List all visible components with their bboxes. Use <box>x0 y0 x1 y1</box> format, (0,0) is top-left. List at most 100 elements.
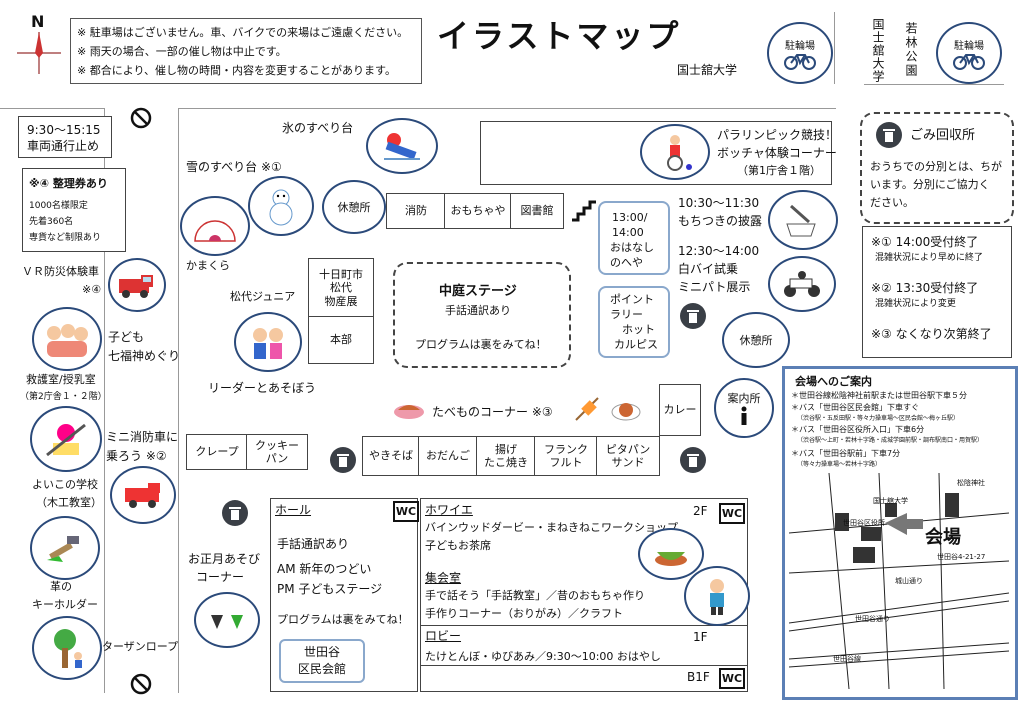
ticket-line-2: 先着360名 <box>29 217 74 227</box>
tea-circle <box>638 528 704 580</box>
access-line-6: ＊バス「世田谷駅前」下車7分 <box>791 449 901 458</box>
para-line-1: パラリンピック競技！ <box>717 128 838 142</box>
garbage-line-3: ださい。 <box>870 196 914 209</box>
hall-line-1: 手話通訳あり <box>277 537 350 551</box>
ohanashi-line-4: のへや <box>610 256 643 269</box>
mini-fire-label-1: ミニ消防車に <box>106 430 179 444</box>
garbage-line-2: います。分別にご協力く <box>870 178 990 191</box>
snowman-circle <box>248 176 314 236</box>
fire-engine-icon <box>125 483 160 508</box>
food-stall-dango: おだんご <box>418 436 478 476</box>
food-icon <box>394 405 424 419</box>
bike-label-2: ミニパト展示 <box>678 280 751 294</box>
kuminkaikan-badge: 世田谷 区民会館 <box>279 639 365 683</box>
ohanashi-line-2: 14:00 <box>612 226 644 239</box>
snow-slide-label: 雪のすべり台 ※① <box>186 160 282 174</box>
access-line-4: ＊バス「世田谷区役所入口」下車6分 <box>791 425 925 434</box>
leader-circle <box>234 312 302 372</box>
hall-label: ホール <box>275 503 312 517</box>
no-entry-icon <box>130 107 152 129</box>
oshogatsu-label-2: コーナー <box>196 570 245 584</box>
kamakura-label: かまくら <box>186 259 230 272</box>
access-line-7: （等々力操車場～若林十字路） <box>797 461 882 468</box>
ohanashi-line-3: おはなし <box>610 241 654 254</box>
food-corner-label: たべものコーナー ※③ <box>432 405 553 419</box>
fire-truck-icon <box>119 275 153 298</box>
para-line-3: （第1庁舎１階） <box>737 164 821 177</box>
oshogatsu-circle <box>194 592 260 648</box>
vertical-label-kokushikan: 国士舘大学 <box>871 18 885 83</box>
stage-program: プログラムは裏をみてね！ <box>415 338 547 351</box>
floor-1f: 1F <box>693 630 708 644</box>
para-line-2: ボッチャ体験コーナー <box>717 146 837 160</box>
page-subtitle: 国士舘大学 <box>677 63 738 77</box>
left-road-top <box>0 108 104 109</box>
b1-divider <box>421 665 747 666</box>
center-outline-left <box>178 108 179 693</box>
rest-area-label-2: 休憩所 <box>739 334 773 347</box>
foyer-line-1: バインウッドダービー・まねきねこワークショップ <box>425 521 678 534</box>
compass-icon <box>17 32 61 74</box>
stall-library: 図書館 <box>510 193 564 229</box>
access-line-1: ＊世田谷線松陰神社前駅または世田谷駅下車５分 <box>791 391 967 400</box>
map-label-shoin: 松陰神社 <box>957 479 985 487</box>
notice-line-2: ※ 雨天の場合、一部の催し物は中止です。 <box>77 45 287 58</box>
ticket-line-3: 専貨など制限あり <box>29 233 102 243</box>
ice-slide-circle <box>366 118 438 174</box>
road-closed-time: 9:30～15:15 <box>27 123 101 137</box>
tea-bowl-icon <box>655 552 687 566</box>
police-bike-circle <box>768 256 836 312</box>
end-2-title: ※② 13:30受付終了 <box>871 281 979 295</box>
info-circle: 案内所 <box>714 378 774 438</box>
kamakura-circle <box>180 196 250 256</box>
hall-box: ホール WC 手話通訳あり AM 新年のつどい PM 子どもステージ プログラム… <box>270 498 419 692</box>
map-label-address: 世田谷4-21-27 <box>937 553 986 561</box>
end-1-note: 混雑状況により早めに終了 <box>875 253 983 263</box>
rest-area-label-1: 休憩所 <box>337 201 371 214</box>
kodomo-label-1: 子ども <box>108 330 145 344</box>
map-label-shiroyama: 城山通り <box>895 577 923 585</box>
stage-box: 中庭ステージ 手話通訳あり プログラムは裏をみてね！ <box>393 262 571 368</box>
kuminkaikan-line-2: 区民会館 <box>297 662 346 676</box>
point-line-1: ポイント <box>610 293 654 306</box>
shukai-line-2: 手作りコーナー（おりがみ）／クラフト <box>425 607 623 620</box>
food-stall-frank: フランク フルト <box>534 436 598 476</box>
shukai-label: 集会室 <box>425 571 462 585</box>
garbage-line-1: おうちでの分別とは、ちが <box>870 160 1002 173</box>
vr-label: ＶＲ防災体験車 <box>22 265 99 278</box>
tokamachi-label: 十日町市 <box>319 268 363 282</box>
road-closed-note: 9:30～15:15 車両通行止め <box>18 116 112 158</box>
junior-label: 松代ジュニア <box>230 290 296 303</box>
ohanashi-line-1: 13:00/ <box>612 211 648 224</box>
trash-icon <box>680 447 706 473</box>
left-road-line <box>104 108 105 693</box>
ticket-line-1: 1000名様限定 <box>29 201 88 211</box>
kids-icon <box>253 328 283 359</box>
stairs-icon <box>572 200 596 222</box>
first-aid-sub: （第2庁舎１・２階） <box>20 392 107 402</box>
no-entry-icon <box>130 673 152 695</box>
end-2-note: 混雑状況により変更 <box>875 299 956 309</box>
mini-fire-circle <box>110 466 176 524</box>
mochi-time: 10:30～11:30 <box>678 196 760 210</box>
lobby-line: たけとんぼ・ゆびあみ／9:30～10:00 おはやし <box>425 650 661 663</box>
bussan-label: 物産展 <box>324 294 358 308</box>
ohanashi-box: 13:00/ 14:00 おはなし のへや <box>598 201 670 275</box>
stage-sub: 手話通訳あり <box>445 304 511 317</box>
vr-note: ※④ <box>82 283 102 296</box>
hall-line-4: プログラムは裏をみてね！ <box>277 613 409 626</box>
oshogatsu-label-1: お正月あそび <box>188 552 261 566</box>
school-circle <box>30 406 102 472</box>
access-line-3: （渋谷駅・五反田駅・等々力操車場～区民会館～梅ヶ丘駅） <box>797 415 960 422</box>
garbage-box: ごみ回収所 おうちでの分別とは、ちが います。分別にご協力く ださい。 <box>860 112 1014 224</box>
school-sub: （木工教室） <box>36 496 102 509</box>
hammer-icon <box>47 536 79 562</box>
cookie-label: クッキー パン <box>255 438 299 465</box>
matsushiro-label: 松代 <box>330 281 352 295</box>
food-stall-yakisoba: やきそば <box>362 436 420 476</box>
tokamachi-cell: 十日町市 松代 物産展 <box>308 258 374 318</box>
trash-icon <box>680 303 706 329</box>
foyer-label: ホワイエ <box>425 503 473 517</box>
kids-play-circle <box>684 566 750 626</box>
stage-title: 中庭ステージ <box>439 284 517 299</box>
